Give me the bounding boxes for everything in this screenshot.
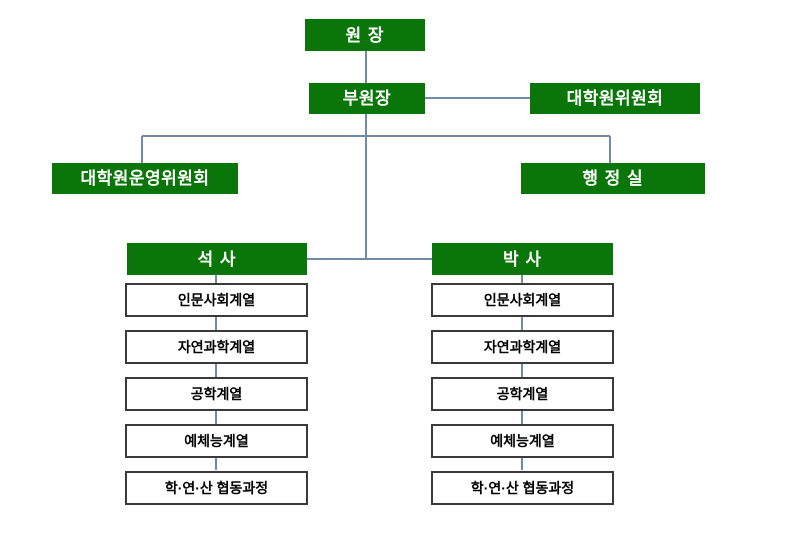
node-masters-program-label: 예체능계열 — [184, 433, 249, 449]
node-doctorate-program-label: 학·연·산 협동과정 — [470, 480, 575, 496]
node-masters-program[interactable]: 예체능계열 — [125, 424, 308, 458]
node-doctorate-program-label: 자연과학계열 — [483, 339, 562, 355]
node-graduate-committee[interactable]: 대학원위원회 — [530, 83, 700, 114]
node-director[interactable]: 원 장 — [305, 19, 425, 51]
node-administrative-office-label: 행 정 실 — [582, 169, 644, 188]
node-doctorate-program[interactable]: 자연과학계열 — [431, 330, 614, 364]
node-masters-program[interactable]: 학·연·산 협동과정 — [125, 471, 308, 505]
node-masters-program-label: 공학계열 — [190, 386, 243, 402]
node-administrative-office[interactable]: 행 정 실 — [521, 163, 705, 194]
node-doctorate-program-label: 공학계열 — [496, 386, 549, 402]
node-doctorate-program[interactable]: 예체능계열 — [431, 424, 614, 458]
node-masters[interactable]: 석 사 — [127, 243, 307, 275]
node-graduate-committee-label: 대학원위원회 — [566, 89, 664, 108]
node-masters-program-label: 자연과학계열 — [177, 339, 256, 355]
node-doctorate-program[interactable]: 공학계열 — [431, 377, 614, 411]
node-masters-program-label: 인문사회계열 — [177, 292, 256, 308]
node-doctorate-program[interactable]: 학·연·산 협동과정 — [431, 471, 614, 505]
node-masters-program[interactable]: 인문사회계열 — [125, 283, 308, 317]
node-doctorate[interactable]: 박 사 — [432, 243, 613, 275]
node-masters-program[interactable]: 공학계열 — [125, 377, 308, 411]
node-vice-director[interactable]: 부원장 — [309, 83, 425, 114]
node-masters-program-label: 학·연·산 협동과정 — [164, 480, 269, 496]
node-graduate-steering-committee[interactable]: 대학원운영위원회 — [52, 163, 238, 194]
node-graduate-steering-committee-label: 대학원운영위원회 — [80, 169, 210, 188]
node-vice-director-label: 부원장 — [342, 89, 392, 108]
node-doctorate-label: 박 사 — [502, 249, 542, 269]
node-doctorate-program-label: 예체능계열 — [490, 433, 555, 449]
node-doctorate-program[interactable]: 인문사회계열 — [431, 283, 614, 317]
node-director-label: 원 장 — [345, 25, 385, 45]
node-masters-program[interactable]: 자연과학계열 — [125, 330, 308, 364]
node-masters-label: 석 사 — [197, 249, 237, 269]
node-doctorate-program-label: 인문사회계열 — [483, 292, 562, 308]
